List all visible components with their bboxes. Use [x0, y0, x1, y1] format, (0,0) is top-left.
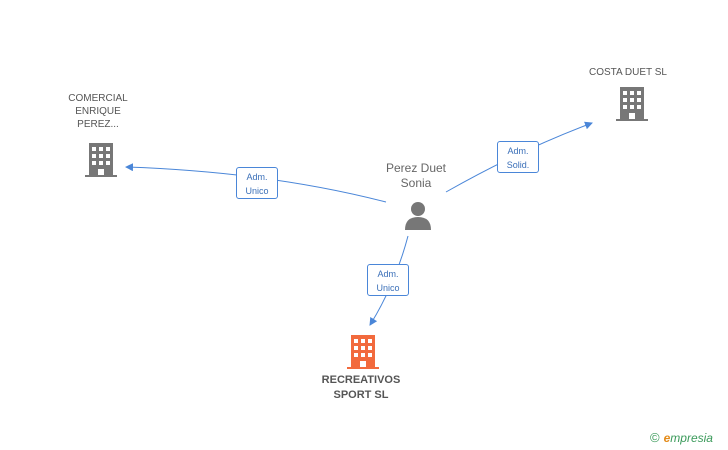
- edge-badge-line-2: Solid.: [506, 160, 530, 170]
- edge-badge-line-2: Unico: [376, 283, 400, 293]
- edge-badge-line-1: Adm.: [507, 146, 529, 156]
- copyright-symbol: ©: [650, 430, 660, 445]
- company-focus-line-1: RECREATIVOS: [321, 374, 401, 386]
- edge-badge-line-1: Adm.: [246, 172, 268, 182]
- company-left-label[interactable]: COMERCIAL ENRIQUE PEREZ...: [58, 92, 138, 131]
- edge-badge-to-right[interactable]: Adm. Solid.: [497, 141, 539, 173]
- company-right-label[interactable]: COSTA DUET SL: [578, 66, 678, 79]
- building-icon[interactable]: [85, 141, 117, 177]
- brand-rest: mpresia: [670, 431, 713, 445]
- edge-badge-to-left[interactable]: Adm. Unico: [236, 167, 278, 199]
- person-icon[interactable]: [403, 200, 433, 230]
- edge-badge-to-focus[interactable]: Adm. Unico: [367, 264, 409, 296]
- building-icon[interactable]: [347, 333, 379, 369]
- edge-badge-line-2: Unico: [245, 186, 269, 196]
- building-icon[interactable]: [616, 85, 648, 121]
- company-left-line-1: COMERCIAL: [68, 93, 128, 104]
- person-line-1: Perez Duet: [385, 161, 447, 175]
- company-left-line-2: ENRIQUE: [75, 106, 121, 117]
- person-label[interactable]: Perez Duet Sonia: [366, 161, 466, 191]
- company-focus-line-2: SPORT SL: [333, 389, 389, 401]
- brand-watermark: ©empresia: [650, 430, 713, 445]
- company-left-line-3: PEREZ...: [77, 119, 119, 130]
- company-right-line-1: COSTA DUET SL: [589, 67, 667, 78]
- person-line-2: Sonia: [400, 176, 432, 190]
- edge-badge-line-1: Adm.: [377, 269, 399, 279]
- brand-e: e: [663, 431, 671, 445]
- company-focus-label[interactable]: RECREATIVOS SPORT SL: [301, 373, 421, 403]
